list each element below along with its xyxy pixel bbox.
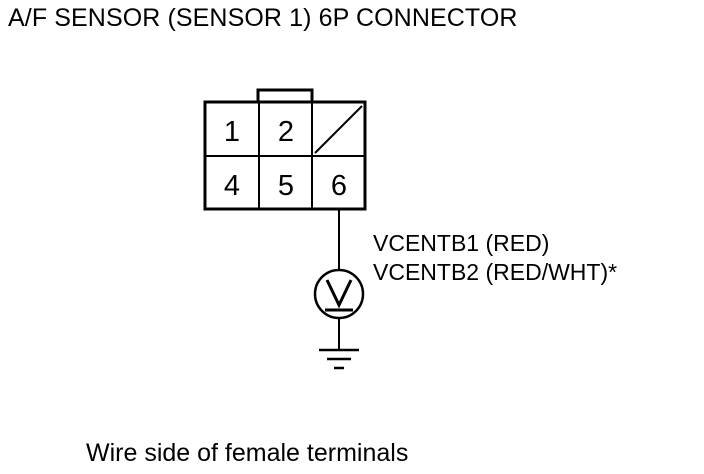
- terminal-2: 2: [278, 116, 294, 148]
- ground-icon: [319, 348, 359, 370]
- wire-label-vcentb1: VCENTB1 (RED): [373, 230, 550, 256]
- diagram-title: A/F SENSOR (SENSOR 1) 6P CONNECTOR: [8, 4, 518, 32]
- terminal-1: 1: [224, 116, 240, 148]
- terminal-6: 6: [331, 170, 347, 202]
- view-caption: Wire side of female terminals: [86, 439, 409, 467]
- terminal-4: 4: [224, 170, 240, 202]
- wire-label-vcentb2: VCENTB2 (RED/WHT)*: [373, 259, 618, 285]
- empty-cavity-slash: [314, 105, 363, 154]
- voltmeter-v-mark: [325, 279, 353, 309]
- terminal-5: 5: [278, 170, 294, 202]
- connector-lock-tab: [256, 88, 314, 102]
